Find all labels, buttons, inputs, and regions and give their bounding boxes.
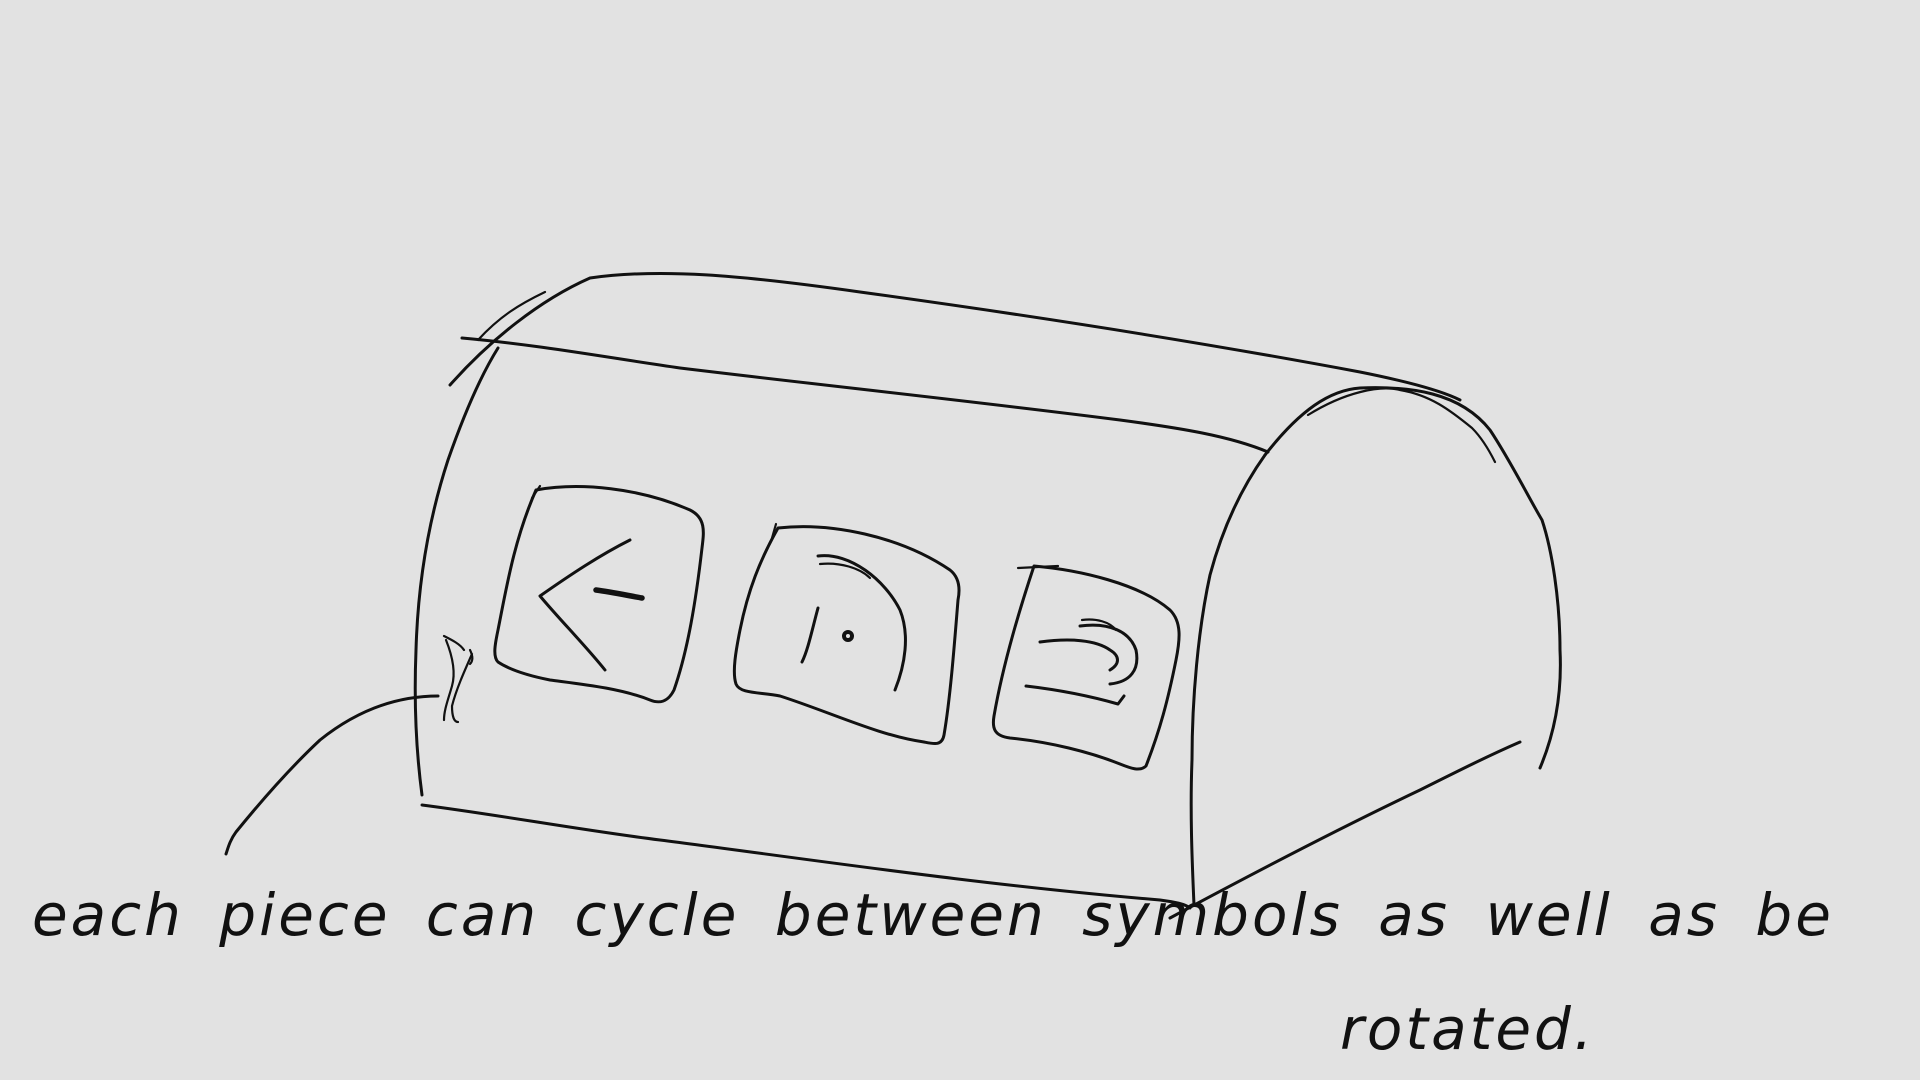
device-right-end-cap [1263, 386, 1562, 770]
bar-dot-arc-icon [800, 554, 907, 692]
annotation-leader-line [224, 694, 440, 856]
device-front-right-edge [1189, 453, 1267, 907]
device-top-left-overshoot [476, 290, 547, 342]
device-bottom-front-edge [420, 803, 1192, 910]
tile-middle [732, 522, 961, 746]
device-right-cap-overshoot [1306, 387, 1497, 464]
tile-left-frame [493, 485, 705, 704]
device-bottom-right-edge [1168, 740, 1522, 920]
tile-right-frame-overshoot [1016, 564, 1060, 570]
rotation-arrows-icon [442, 634, 474, 724]
tile-middle-frame [732, 525, 961, 746]
tile-middle-frame-overshoot [770, 522, 778, 540]
device-front-top-edge [460, 336, 1270, 454]
double-curved-arrow-icon [1024, 618, 1139, 706]
tile-right-frame [991, 564, 1181, 771]
tile-left [493, 484, 705, 704]
tile-right [991, 564, 1181, 771]
annotation-line-1: each piece can cycle between symbols as … [32, 881, 1834, 949]
device-top-ridge [448, 271, 1462, 402]
annotation-line-2: rotated. [1340, 995, 1596, 1063]
left-chevron-arrow-icon [538, 538, 645, 672]
tile-left-frame-overshoot [530, 484, 542, 500]
device-body [413, 271, 1562, 920]
device-left-end-cap [413, 346, 500, 797]
